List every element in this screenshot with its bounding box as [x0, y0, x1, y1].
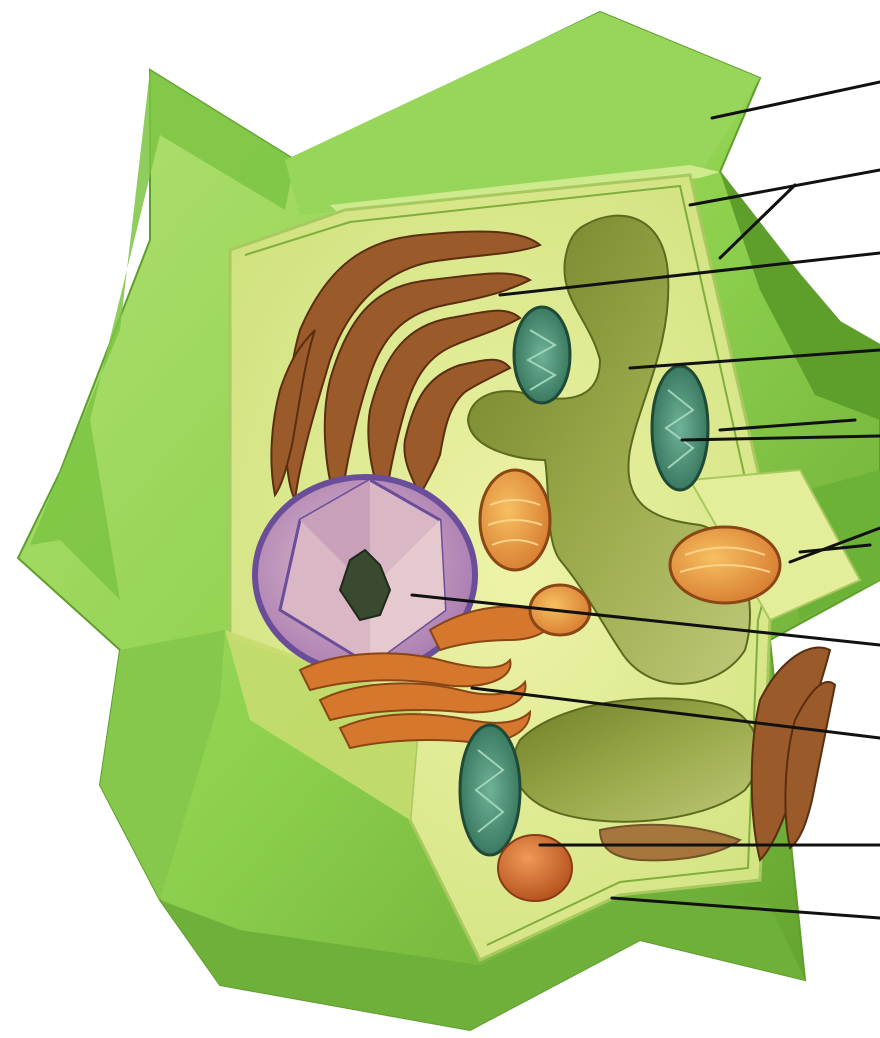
chloroplast-3 [460, 725, 520, 855]
chloroplast-2 [652, 366, 708, 490]
chloroplast-1 [514, 307, 570, 403]
